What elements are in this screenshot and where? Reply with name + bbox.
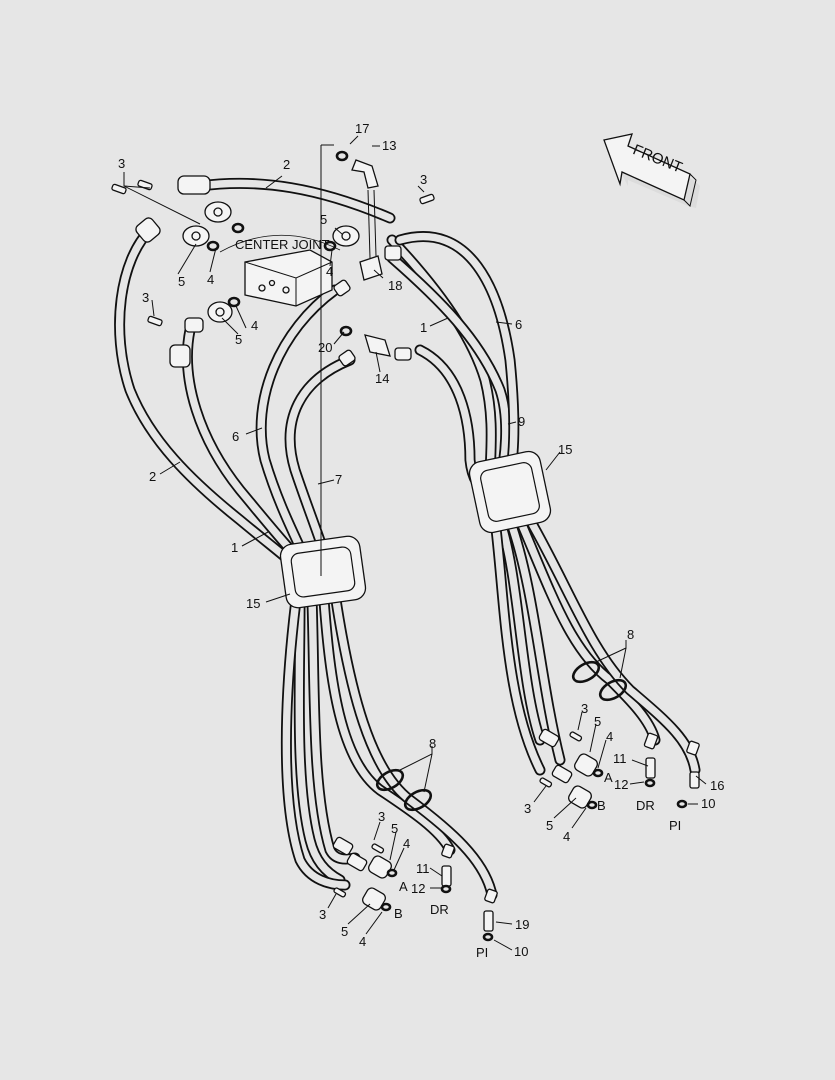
callout-4: 4 xyxy=(251,318,258,333)
callout-3: 3 xyxy=(524,801,531,816)
callout-12: 12 xyxy=(614,777,628,792)
callout-5: 5 xyxy=(178,274,185,289)
callout-1: 1 xyxy=(420,320,427,335)
callout-8: 8 xyxy=(627,627,634,642)
callout-3: 3 xyxy=(142,290,149,305)
callout-19: 19 xyxy=(515,917,529,932)
callout-4: 4 xyxy=(403,836,410,851)
callout-9: 9 xyxy=(518,414,525,429)
callout-2: 2 xyxy=(283,157,290,172)
band-clamps-right xyxy=(571,660,628,702)
callout-6: 6 xyxy=(515,317,522,332)
callout-4: 4 xyxy=(326,264,333,279)
callout-3: 3 xyxy=(581,701,588,716)
callout-16: 16 xyxy=(710,778,724,793)
hoses xyxy=(114,177,701,901)
callout-4: 4 xyxy=(359,934,366,949)
center-joint-block: CENTER JOINT xyxy=(219,234,341,307)
callout-DR: DR xyxy=(430,902,449,917)
callout-11: 11 xyxy=(613,751,627,766)
callout-1: 1 xyxy=(231,540,238,555)
callout-20: 20 xyxy=(318,340,332,355)
fittings xyxy=(111,150,700,942)
callout-5: 5 xyxy=(594,714,601,729)
callout-B: B xyxy=(597,798,606,813)
callout-17: 17 xyxy=(355,121,369,136)
callout-13: 13 xyxy=(382,138,396,153)
callout-4: 4 xyxy=(563,829,570,844)
callout-B: B xyxy=(394,906,403,921)
callout-PI: PI xyxy=(669,818,681,833)
callout-15: 15 xyxy=(246,596,260,611)
callout-4: 4 xyxy=(606,729,613,744)
callout-5: 5 xyxy=(341,924,348,939)
callout-A: A xyxy=(604,770,613,785)
callout-labels: 17 13 2 3 3 5 4 5 4 18 3 4 5 1 6 20 14 9… xyxy=(118,121,724,960)
callout-10: 10 xyxy=(701,796,715,811)
callout-5: 5 xyxy=(546,818,553,833)
callout-3: 3 xyxy=(118,156,125,171)
callout-PI: PI xyxy=(476,945,488,960)
callout-DR: DR xyxy=(636,798,655,813)
callout-10: 10 xyxy=(514,944,528,959)
callout-7: 7 xyxy=(335,472,342,487)
callout-8: 8 xyxy=(429,736,436,751)
clamp-right xyxy=(468,450,552,534)
callout-4: 4 xyxy=(207,272,214,287)
center-joint-label: CENTER JOINT xyxy=(235,237,330,252)
clamp-left xyxy=(279,535,367,609)
callout-18: 18 xyxy=(388,278,402,293)
front-arrow: FRONT xyxy=(603,133,700,208)
callout-11: 11 xyxy=(416,861,430,876)
callout-5: 5 xyxy=(235,332,242,347)
callout-2: 2 xyxy=(149,469,156,484)
callout-3: 3 xyxy=(378,809,385,824)
callout-5: 5 xyxy=(320,212,327,227)
leader-lines xyxy=(123,135,707,951)
band-clamps-left xyxy=(375,768,433,812)
callout-5: 5 xyxy=(391,821,398,836)
callout-3: 3 xyxy=(319,907,326,922)
callout-6: 6 xyxy=(232,429,239,444)
callout-A: A xyxy=(399,879,408,894)
callout-3: 3 xyxy=(420,172,427,187)
callout-14: 14 xyxy=(375,371,389,386)
callout-15: 15 xyxy=(558,442,572,457)
callout-12: 12 xyxy=(411,881,425,896)
